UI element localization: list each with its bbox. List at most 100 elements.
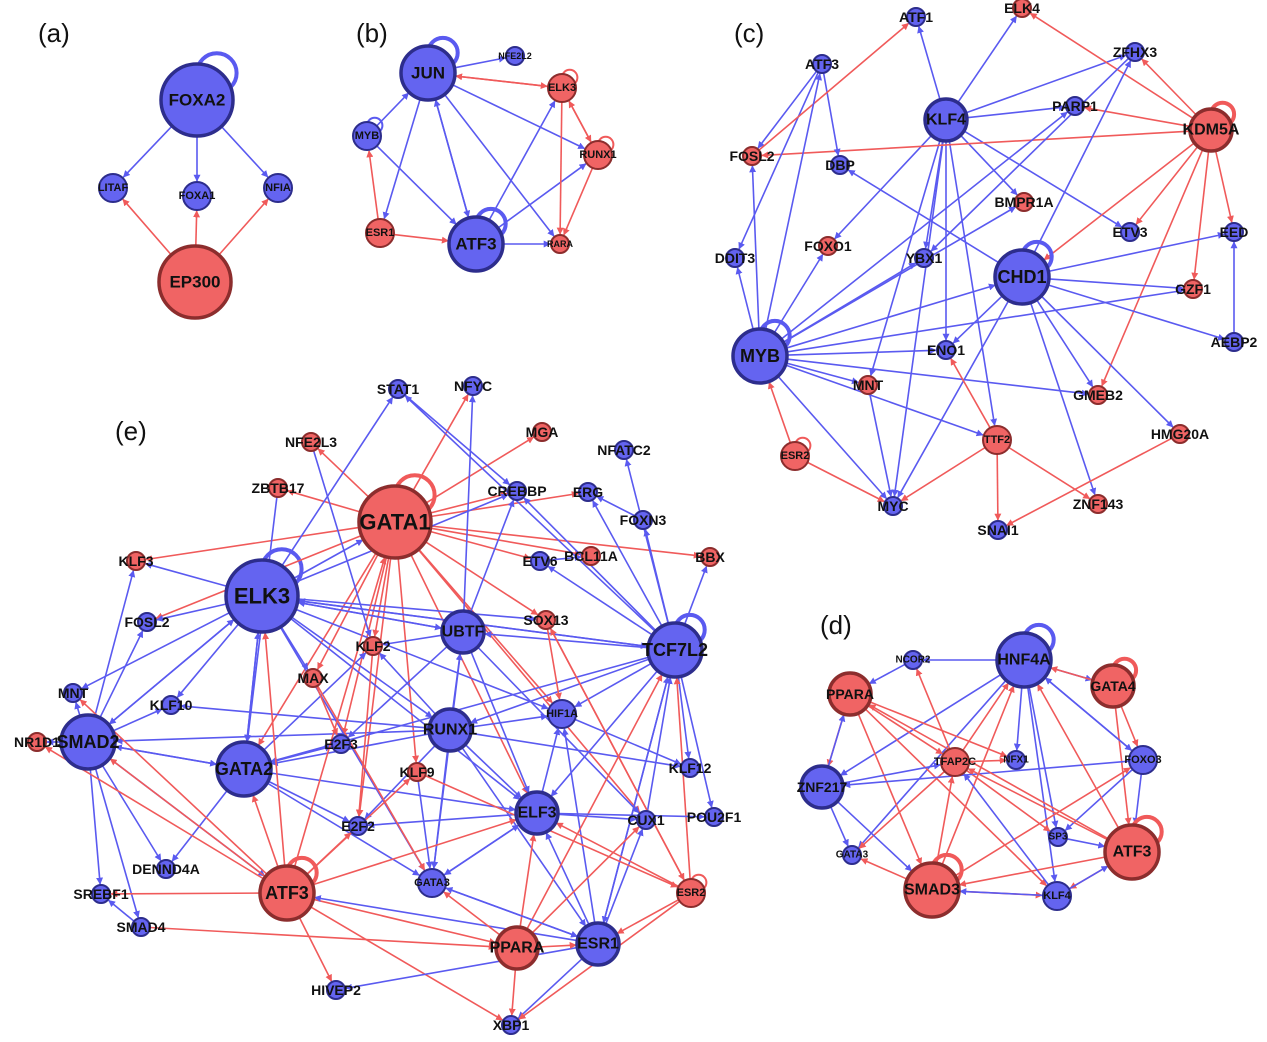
node-circle [417, 868, 447, 898]
edge-e-elf3-to-hif1a [541, 727, 561, 793]
edge-d-smad3-to-foxo3 [954, 767, 1131, 877]
node-label: SOX13 [523, 612, 568, 628]
edge-e-runx1-to-gata2 [270, 733, 430, 767]
node-label: NFE2L3 [285, 434, 337, 450]
node-circle [1103, 823, 1161, 881]
edge-c-klf4-to-bmpr1a [959, 134, 1018, 196]
edge-e-smad4-to-srebf1 [108, 899, 135, 922]
node-label: SMAD4 [116, 919, 165, 935]
node-e-nfatc2: NFATC2 [597, 440, 651, 460]
edge-b-runx1-to-elk3 [568, 100, 593, 144]
node-circle [547, 699, 577, 729]
edge-e-ppara-to-xbp1 [508, 968, 517, 1016]
edge-e-hif1a-to-klf12 [574, 718, 682, 765]
node-label: KLF4 [1043, 890, 1071, 902]
edge-c-chd1-to-hmg20a [1040, 295, 1174, 428]
edge-d-ppara-to-nfx1 [869, 701, 1008, 758]
edge-c-kdm5a-to-eed [1214, 150, 1234, 223]
node-circle [725, 248, 745, 268]
edge-c-myb-to-bmpr1a [782, 206, 1017, 344]
edge-c-myb-to-parp1 [780, 111, 1068, 340]
node-c-ybx1: YBX1 [906, 248, 942, 268]
node-circle [131, 917, 151, 937]
node-label: FOXA1 [179, 190, 216, 202]
edge-e-elk3-to-fosl2 [156, 603, 228, 622]
node-circle [1170, 424, 1190, 444]
node-d-gata3: GATA3 [836, 845, 869, 865]
edge-e-tcf7l2-to-runx1 [470, 658, 650, 724]
node-label: KLF3 [119, 553, 154, 569]
node-circle [799, 764, 845, 810]
edge-d-atf3-to-smad3 [958, 856, 1106, 888]
edge-b-esr1-to-myb [366, 150, 379, 220]
edge-d-znf217-to-smad3 [836, 800, 913, 872]
edge-e-esr1-to-atf3 [313, 895, 578, 942]
node-label: MYB [740, 346, 780, 366]
node-label: ELK3 [548, 82, 576, 94]
edge-c-kdm5a-to-parp1 [1084, 105, 1191, 128]
node-circle [530, 551, 550, 571]
node-e-crebbp: CREBBP [487, 481, 547, 501]
node-e-gata2: GATA2 [215, 740, 273, 798]
node-label: KLF12 [669, 760, 712, 776]
edge-c-ttf2-to-myc [900, 446, 986, 502]
edge-b-runx1-to-rara [563, 167, 594, 236]
node-c-ddit3: DDIT3 [715, 248, 755, 268]
edge-d-hnf4a-to-klf4 [1026, 686, 1058, 882]
node-label: MNT [853, 377, 884, 393]
node-circle [883, 496, 903, 516]
node-circle [995, 631, 1053, 689]
node-a-nfia: NFIA [263, 173, 293, 203]
edge-c-chd1-to-gzf1 [1048, 278, 1184, 292]
node-label: RARA [547, 239, 573, 249]
node-circle [1183, 279, 1203, 299]
node-label: GMEB2 [1073, 387, 1123, 403]
edge-e-gata1-to-etv6 [429, 530, 531, 561]
node-a-foxa1: FOXA1 [179, 181, 216, 211]
edge-c-hmg20a-to-snai1 [1006, 437, 1173, 527]
edge-e-smad2-to-klf10 [112, 708, 163, 732]
edge-e-gata2-to-elf3 [270, 772, 516, 813]
edge-e-ubtf-to-crebbp [469, 499, 515, 613]
edge-c-chd1-to-gmeb2 [1035, 299, 1094, 388]
node-circle [303, 668, 323, 688]
edge-e-esr1-to-elf3 [545, 832, 590, 926]
node-label: KLF2 [356, 638, 391, 654]
node-b-runx1: RUNX1 [579, 140, 617, 170]
node-circle [581, 546, 601, 566]
edge-e-gata1-to-elf3 [410, 554, 529, 794]
edge-b-jun-to-runx1 [451, 83, 586, 150]
node-e-zbtb17: ZBTB17 [252, 478, 305, 498]
edge-b-esr1-to-atf3 [393, 233, 449, 244]
panel-d-edges [826, 622, 1164, 899]
node-e-pou2f1: POU2F1 [687, 807, 741, 827]
edge-e-sox13-to-hif1a [546, 628, 562, 700]
edge-b-myb-to-atf3 [376, 145, 457, 225]
edge-e-gata1-to-mga [425, 436, 535, 504]
edge-c-ttf2-to-znf143 [1008, 446, 1091, 500]
edge-c-myb-to-gzf1 [786, 288, 1184, 353]
node-label: EP300 [169, 273, 220, 292]
node-label: ESR1 [577, 936, 619, 953]
edge-c-klf4-to-elk4 [957, 15, 1018, 104]
node-label: ZNF217 [797, 779, 848, 795]
edge-a-ep300-to-foxa1 [193, 210, 201, 247]
node-e-gata1: GATA1 [357, 484, 433, 560]
edge-e-smad2-to-fosl2 [99, 630, 144, 719]
edge-d-gata4-to-foxo3 [1120, 705, 1139, 747]
node-circle [1012, 0, 1032, 18]
node-circle [501, 1015, 521, 1035]
node-circle [388, 379, 408, 399]
node-circle [407, 762, 427, 782]
edge-c-kdm5a-to-gzf1 [1191, 150, 1210, 280]
edge-b-atf3-to-runx1 [497, 163, 587, 229]
edge-e-elk3-to-hif1a [295, 608, 549, 710]
node-c-chd1: CHD1 [993, 248, 1051, 306]
node-c-snai1: SNAI1 [977, 520, 1019, 540]
node-circle [427, 707, 473, 753]
node-b-rara: RARA [547, 234, 573, 254]
node-label: MYB [355, 130, 380, 142]
node-label: NFE2L2 [498, 51, 532, 61]
edge-c-myb-to-ttf2 [785, 364, 984, 437]
